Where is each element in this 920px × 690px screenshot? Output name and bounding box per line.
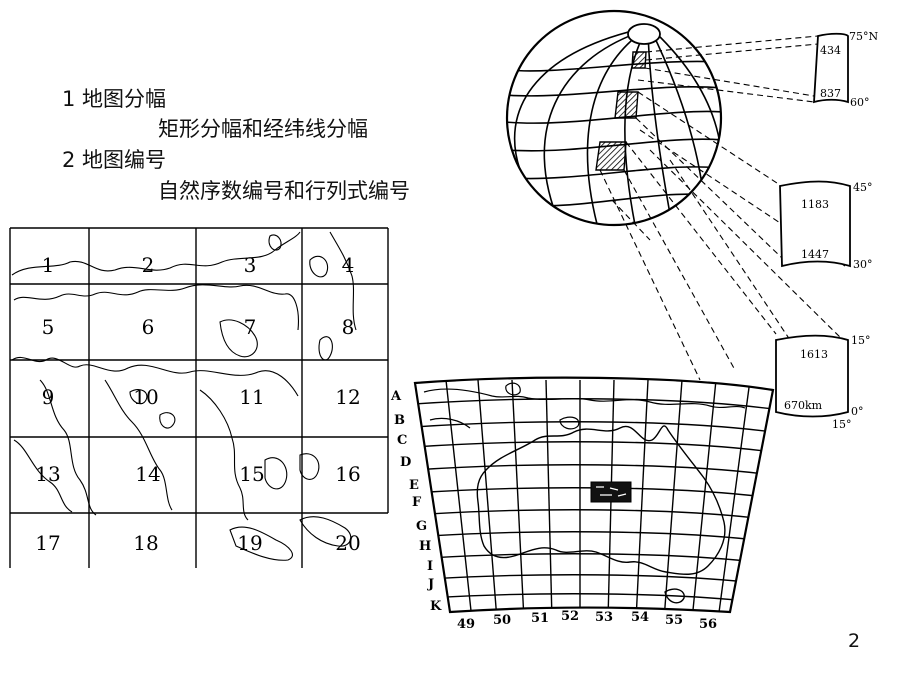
australia-map-frame	[413, 376, 775, 614]
grid-cell-label: 6	[142, 315, 155, 339]
globe-pole-cap	[627, 23, 661, 45]
tasmania-outline	[664, 588, 685, 604]
row-label: A	[390, 389, 402, 404]
zone-3-bottom-label: 670km	[784, 399, 823, 412]
zone-2-top-latitude: 45°	[853, 181, 873, 194]
column-label: 52	[561, 609, 579, 624]
globe-cell-low	[595, 141, 627, 171]
grid-cell-label: 10	[133, 385, 158, 409]
outline-item-1-subtitle: 矩形分幅和经纬线分幅	[158, 117, 368, 141]
grid-cell-label: 13	[35, 462, 60, 486]
australia-column-labels: 49 50 51 52 53 54 55 56	[457, 609, 717, 632]
grid-cell-label: 12	[335, 385, 360, 409]
zone-3-longitude: 15°	[832, 418, 852, 431]
zone-1-bottom-label: 837	[820, 87, 841, 100]
row-label: J	[427, 577, 434, 592]
zone-1-top-label: 434	[820, 44, 841, 57]
globe-outline	[505, 9, 723, 227]
zone-1-top-latitude: 75°N	[849, 30, 878, 43]
projected-zone-2	[779, 180, 851, 268]
grid-cell-label: 14	[135, 462, 160, 486]
column-label: 53	[595, 610, 613, 625]
row-label: C	[397, 433, 407, 448]
column-label: 50	[493, 613, 511, 628]
grid-cell-label: 7	[244, 315, 257, 339]
zone-3-top-latitude: 15°	[851, 334, 871, 347]
row-label: E	[409, 478, 419, 493]
grid-cell-label: 2	[142, 253, 155, 277]
zone-2-top-label: 1183	[801, 198, 829, 211]
column-label: 55	[665, 613, 683, 628]
projected-zone-3	[775, 334, 849, 418]
australia-row-labels: A B C D E F G H I J K	[390, 389, 442, 614]
island-outline	[429, 417, 471, 429]
island-outline	[505, 382, 521, 396]
column-label: 49	[457, 617, 475, 632]
page-number: 2	[848, 630, 861, 652]
row-label: B	[394, 413, 405, 428]
grid-map	[9, 227, 389, 568]
grid-cell-label: 20	[335, 531, 360, 555]
grid-cell-label: 8	[342, 315, 355, 339]
zone-3-top-label: 1613	[800, 348, 828, 361]
row-label: D	[400, 455, 411, 470]
globe-labels: 434 837 75°N 60° 1183 1447 45° 30° 1613 …	[784, 30, 878, 431]
column-label: 51	[531, 611, 549, 626]
zone-2-bottom-label: 1447	[801, 248, 829, 261]
grid-cell-label: 4	[342, 253, 355, 277]
column-label: 54	[631, 610, 649, 625]
island-outline	[559, 416, 580, 430]
column-label: 56	[699, 617, 717, 632]
row-label: G	[416, 519, 427, 534]
grid-map-coastlines	[11, 231, 357, 561]
globe-cell-high	[631, 51, 647, 69]
row-label: H	[419, 539, 431, 554]
grid-cell-label: 18	[133, 531, 158, 555]
grid-cell-label: 19	[237, 531, 262, 555]
projected-zone-1	[813, 32, 849, 104]
grid-cell-labels: 1 2 3 4 5 6 7 8 9 10 11 12 13 14 15 16 1…	[35, 253, 360, 555]
grid-cell-label: 15	[239, 462, 264, 486]
row-label: F	[412, 495, 422, 510]
grid-cell-label: 9	[42, 385, 55, 409]
australia-coastline	[476, 425, 726, 575]
australia-map	[413, 376, 775, 614]
grid-cell-label: 16	[335, 462, 360, 486]
projection-lines	[599, 35, 849, 381]
globe	[505, 9, 851, 418]
grid-cell-label: 17	[35, 531, 60, 555]
grid-cell-label: 3	[244, 253, 257, 277]
grid-cell-label: 11	[239, 385, 264, 409]
row-label: I	[427, 559, 433, 574]
grid-map-lines	[9, 227, 389, 568]
zone-3-bottom-latitude: 0°	[851, 405, 864, 418]
row-label: K	[430, 599, 442, 614]
outline-item-1-title: 1 地图分幅	[62, 87, 167, 111]
grid-cell-label: 5	[42, 315, 55, 339]
northern-islands-coast	[423, 388, 746, 409]
outline-item-2-title: 2 地图编号	[62, 148, 167, 172]
grid-cell-label: 1	[42, 253, 55, 277]
highlighted-cell-pattern	[596, 486, 627, 497]
outline-item-2-subtitle: 自然序数编号和行列式编号	[158, 179, 410, 203]
zone-1-bottom-latitude: 60°	[850, 96, 870, 109]
globe-cell-mid	[614, 91, 639, 119]
zone-2-bottom-latitude: 30°	[853, 258, 873, 271]
australia-graticule	[415, 379, 773, 612]
australia-highlighted-cell	[590, 481, 632, 503]
